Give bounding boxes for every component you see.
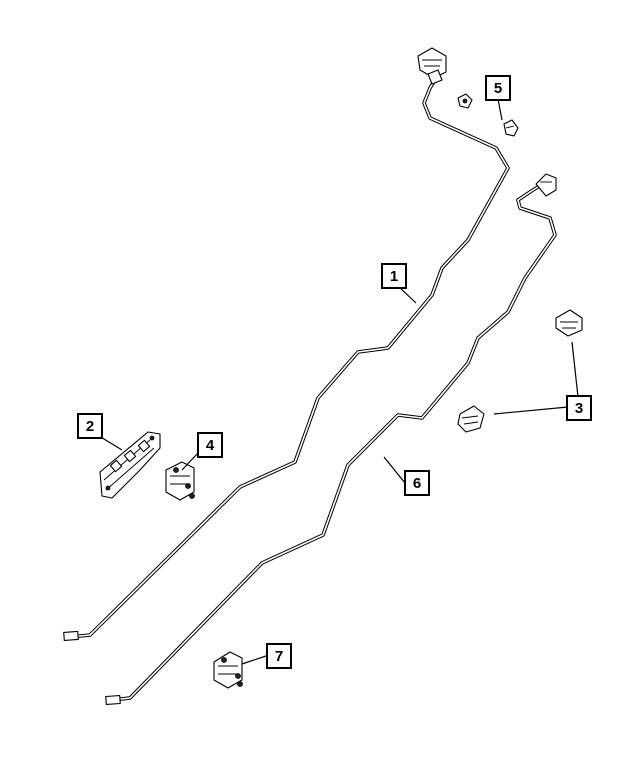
leader-3b	[493, 406, 569, 415]
bracket-part-2	[99, 431, 161, 499]
callout-label-1: 1	[390, 268, 398, 285]
callout-4: 4	[197, 432, 223, 458]
callout-2: 2	[77, 413, 103, 439]
leader-5	[497, 98, 503, 121]
leader-4	[181, 452, 199, 471]
callout-7: 7	[266, 643, 292, 669]
clip-part-4	[165, 461, 195, 501]
callout-3: 3	[566, 395, 592, 421]
leader-6	[383, 456, 406, 484]
fastener-part-5	[457, 93, 519, 137]
fuel-line-6	[105, 173, 557, 706]
callout-label-3: 3	[575, 400, 583, 417]
fuel-line-1	[63, 47, 510, 641]
callout-5: 5	[485, 75, 511, 101]
callout-label-2: 2	[86, 418, 94, 435]
callout-label-7: 7	[275, 648, 283, 665]
callout-6: 6	[404, 470, 430, 496]
leader-3a	[571, 341, 579, 398]
callout-label-6: 6	[413, 475, 421, 492]
clip-part-7	[213, 651, 243, 689]
clip-part-3	[457, 309, 583, 433]
callout-1: 1	[381, 263, 407, 289]
callout-label-5: 5	[494, 80, 502, 97]
callout-label-4: 4	[206, 437, 215, 454]
leader-7	[241, 655, 267, 665]
